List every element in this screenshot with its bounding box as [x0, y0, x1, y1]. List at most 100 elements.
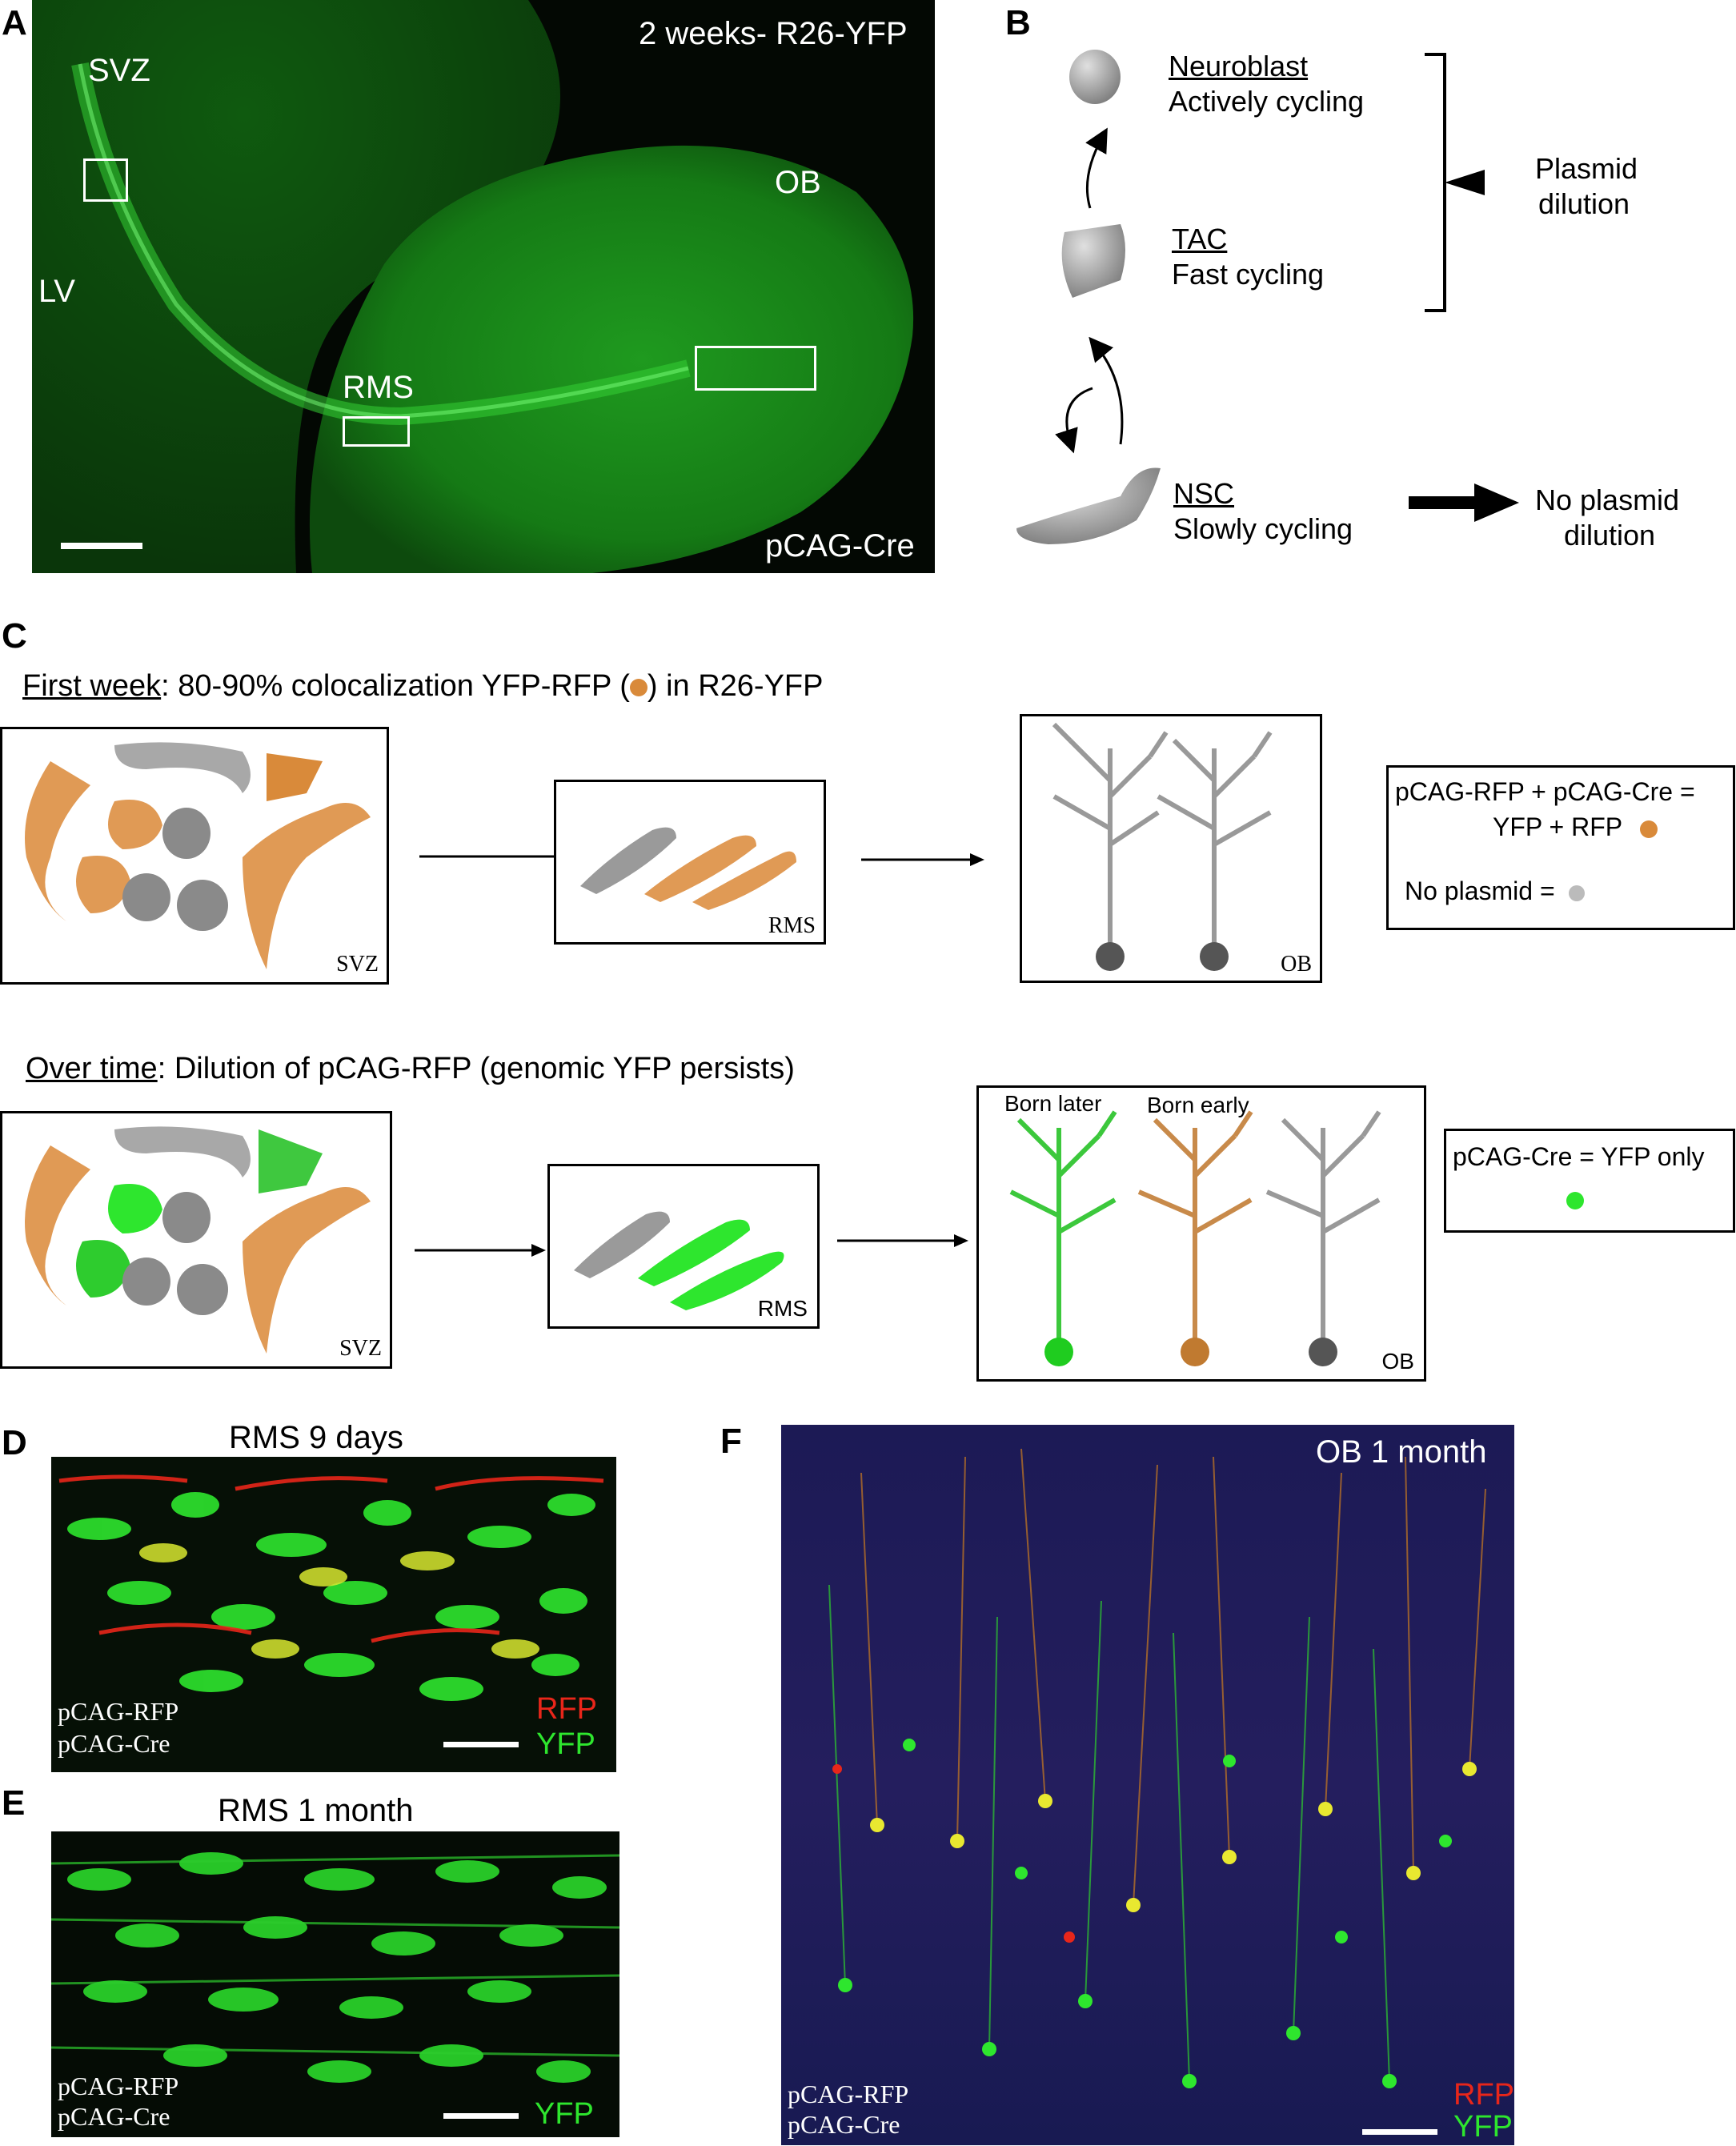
legend-line3: No plasmid =	[1405, 876, 1585, 906]
row2-legend-text: pCAG-Cre = YFP only	[1453, 1142, 1705, 1171]
nsc-cell-icon	[1016, 467, 1161, 544]
panel-e-scale-bar	[443, 2113, 519, 2119]
panel-a-micrograph: 2 weeks- R26-YFP SVZ LV RMS OB pCAG-Cre	[32, 0, 935, 573]
row2-ob-box: Born later Born early OB	[976, 1085, 1426, 1382]
svz-label: SVZ	[88, 53, 150, 88]
panel-f-cells	[781, 1425, 1514, 2145]
nsc-desc: Slowly cycling	[1173, 512, 1353, 545]
panel-e-title: RMS 1 month	[218, 1793, 414, 1828]
row2-caption-rest: : Dilution of pCAG-RFP (genomic YFP pers…	[157, 1052, 795, 1085]
row1-ob-label: OB	[1281, 952, 1312, 977]
panel-letter-c: C	[2, 616, 27, 656]
neuroblast-cell-icon	[1069, 50, 1121, 104]
row1-caption-after-dot: ) in R26-YFP	[647, 669, 824, 703]
row2-arrow-2	[837, 1234, 968, 1247]
tac-cell-icon	[1061, 224, 1125, 298]
panel-e-plasmid-line2: pCAG-Cre	[58, 2102, 170, 2131]
panel-f-title: OB 1 month	[1316, 1434, 1487, 1470]
rms-label: RMS	[343, 370, 414, 405]
row2-svz-cells	[25, 1126, 371, 1354]
panel-d-plasmid-line2: pCAG-Cre	[58, 1729, 170, 1758]
ob-inset-box	[695, 346, 816, 391]
panel-e-cells	[51, 1852, 619, 2083]
panel-letter-a: A	[2, 3, 27, 42]
panel-d-cells	[58, 1474, 604, 1701]
row2-ob-neurons	[1009, 1110, 1381, 1366]
neuroblast-name: Neuroblast	[1169, 50, 1309, 82]
panel-d-scale-bar	[443, 1742, 519, 1747]
panel-d-rfp-label: RFP	[536, 1692, 597, 1726]
bracket-arrowhead	[1445, 170, 1485, 195]
panel-f-micrograph: OB 1 month pCAG-RFP pCAG-Cre RFP YFP	[781, 1425, 1514, 2145]
row1-ob-neurons	[1052, 722, 1273, 971]
row1-svz-cells	[25, 742, 371, 969]
orange-dot-icon	[629, 678, 647, 696]
panel-a-corner-label: pCAG-Cre	[765, 528, 915, 564]
panel-e-yfp-label: YFP	[535, 2097, 594, 2131]
row2-caption-underlined: Over time	[26, 1052, 158, 1085]
panel-f-plasmid-line2: pCAG-Cre	[788, 2110, 900, 2139]
bracket	[1425, 53, 1446, 312]
scale-bar	[61, 543, 142, 549]
born-later-label: Born later	[1004, 1091, 1102, 1116]
panel-f-yfp-label: YFP	[1453, 2110, 1513, 2144]
row2-legend-box: pCAG-Cre = YFP only	[1444, 1129, 1735, 1233]
panel-f-plasmid-line1: pCAG-RFP	[788, 2080, 909, 2108]
tac-desc: Fast cycling	[1172, 258, 1325, 291]
row1-legend-box: pCAG-RFP + pCAG-Cre = YFP + RFP No plasm…	[1386, 765, 1735, 930]
row1-rms-cells	[580, 827, 796, 910]
orange-dot-icon	[1640, 820, 1658, 838]
row2-rms-box: RMS	[547, 1164, 820, 1329]
panel-a-title: 2 weeks- R26-YFP	[639, 16, 908, 51]
row1-caption: First week: 80-90% colocalization YFP-RF…	[22, 669, 824, 704]
ob-label: OB	[775, 165, 821, 200]
panel-d-title: RMS 9 days	[229, 1420, 403, 1455]
row1-rms-box: RMS	[554, 780, 826, 945]
born-early-label: Born early	[1147, 1093, 1249, 1117]
row2-svz-label: SVZ	[339, 1336, 382, 1361]
panel-e-plasmid-line1: pCAG-RFP	[58, 2072, 179, 2100]
tac-name: TAC	[1172, 223, 1228, 255]
row2-rms-cells	[574, 1211, 784, 1310]
row2-arrow-1	[415, 1244, 546, 1257]
rms-inset-box	[343, 416, 410, 447]
thick-arrow-icon	[1474, 483, 1519, 522]
panel-f-scale-bar	[1362, 2129, 1437, 2135]
row2-caption: Over time: Dilution of pCAG-RFP (genomic…	[26, 1052, 795, 1086]
nsc-name: NSC	[1173, 477, 1235, 510]
row2-ob-label: OB	[1381, 1349, 1414, 1374]
row1-svz-label: SVZ	[336, 952, 379, 977]
lv-label: LV	[38, 274, 75, 309]
neuroblast-desc: Actively cycling	[1169, 85, 1365, 118]
no-plasmid-dilution-line2: dilution	[1564, 519, 1656, 552]
no-plasmid-dilution-line1: No plasmid	[1535, 483, 1680, 516]
row1-rms-label: RMS	[768, 913, 816, 938]
plasmid-dilution-line2: dilution	[1538, 187, 1630, 220]
panel-e-micrograph: pCAG-RFP pCAG-Cre YFP	[51, 1831, 619, 2137]
grey-dot-icon	[1568, 884, 1585, 901]
legend-line1: pCAG-RFP + pCAG-Cre =	[1395, 777, 1695, 806]
panel-d-yfp-label: YFP	[536, 1727, 595, 1761]
panel-d-micrograph: pCAG-RFP pCAG-Cre RFP YFP	[51, 1457, 616, 1772]
brain-section-illustration	[32, 0, 914, 573]
panel-letter-d: D	[2, 1423, 27, 1462]
row1-caption-before-dot: : 80-90% colocalization YFP-RFP (	[161, 669, 630, 703]
panel-letter-b: B	[1005, 3, 1031, 42]
green-dot-icon	[1566, 1192, 1584, 1209]
legend-line3-text: No plasmid =	[1405, 876, 1555, 905]
legend-line2: YFP + RFP	[1493, 812, 1658, 842]
panel-b-drawing	[1016, 50, 1519, 544]
row1-caption-underlined: First week	[22, 669, 162, 703]
legend-line2-text: YFP + RFP	[1493, 812, 1622, 841]
panel-letter-e: E	[2, 1783, 26, 1823]
row1-ob-box: OB	[1020, 714, 1322, 983]
panel-f-rfp-label: RFP	[1453, 2078, 1514, 2112]
svz-inset-box	[83, 158, 128, 202]
panel-d-plasmid-line1: pCAG-RFP	[58, 1697, 179, 1726]
row2-rms-label: RMS	[757, 1296, 808, 1321]
plasmid-dilution-line1: Plasmid	[1535, 152, 1638, 185]
row1-arrow-2	[861, 853, 984, 866]
row2-svz-box: SVZ	[0, 1111, 392, 1369]
panel-letter-f: F	[720, 1422, 742, 1461]
row1-svz-box: SVZ	[0, 727, 389, 985]
